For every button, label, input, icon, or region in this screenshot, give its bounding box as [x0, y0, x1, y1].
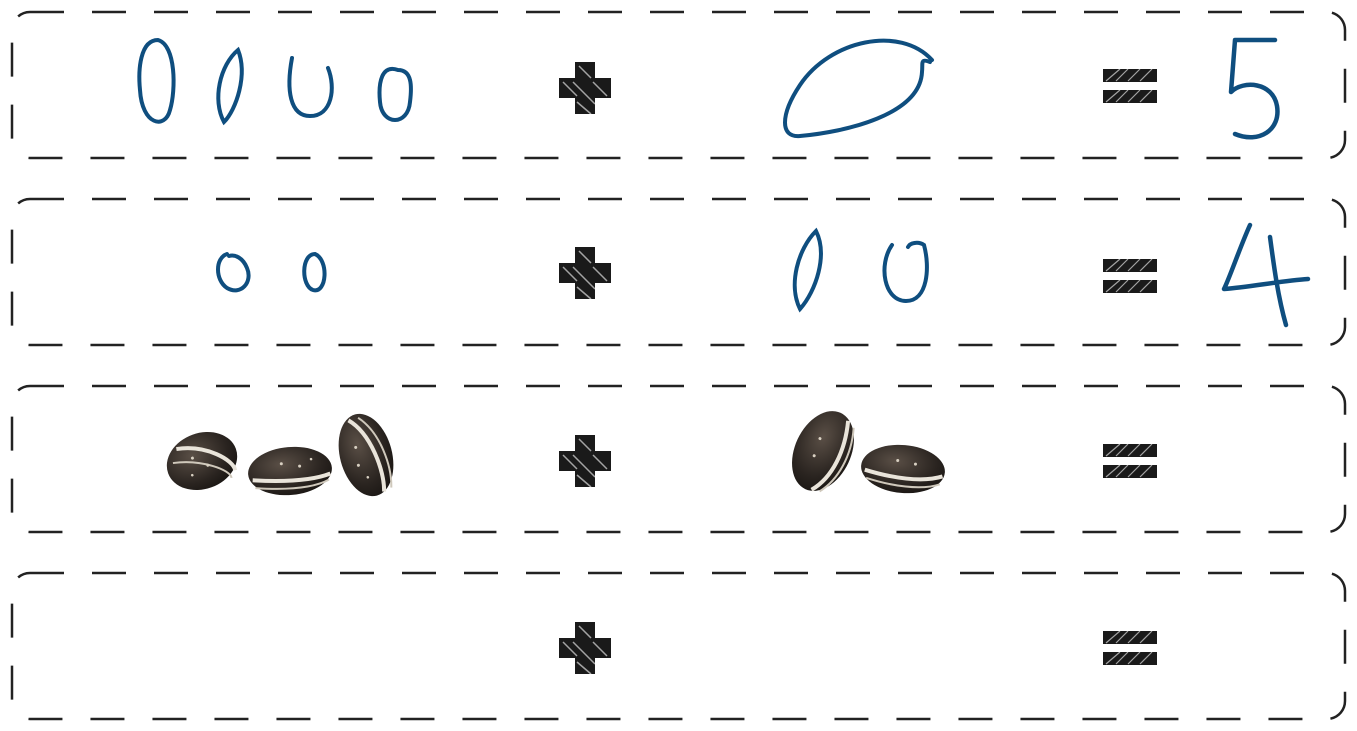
answer-handwriting-4[interactable] [1210, 217, 1320, 332]
drawn-circle [218, 50, 241, 122]
plus-icon [555, 431, 615, 491]
left-addend-seeds[interactable] [160, 409, 400, 504]
answer-handwriting-5[interactable] [1215, 32, 1295, 152]
sunflower-seed-icon [160, 422, 245, 499]
right-addend-blank[interactable] [770, 591, 960, 701]
drawn-circle [785, 41, 932, 136]
plus-icon [555, 243, 615, 303]
right-addend-drawings[interactable] [770, 30, 960, 150]
answer-blank[interactable] [1210, 596, 1320, 696]
drawn-circle [304, 254, 324, 290]
plus-icon [555, 618, 615, 678]
equation-row-3 [10, 384, 1347, 534]
equation-row-2: 4 [10, 197, 1347, 347]
equals-icon [1100, 255, 1160, 297]
drawn-circle [139, 40, 173, 122]
right-addend-seeds[interactable] [785, 409, 955, 504]
sunflower-seed-icon [859, 441, 947, 496]
right-addend-drawings[interactable] [780, 225, 950, 315]
drawn-circle [289, 58, 331, 116]
left-addend-blank[interactable] [120, 591, 430, 701]
left-addend-drawings[interactable] [120, 30, 430, 140]
sunflower-seed-icon [785, 409, 866, 501]
drawn-circle [218, 254, 249, 290]
sunflower-seed-icon [246, 443, 334, 498]
left-addend-drawings[interactable] [205, 242, 345, 302]
equals-icon [1100, 65, 1160, 107]
plus-icon [555, 58, 615, 118]
drawn-circle [884, 243, 926, 301]
answer-blank[interactable] [1210, 409, 1320, 509]
equation-row-1: 5 [10, 10, 1347, 160]
drawn-circle [795, 231, 821, 309]
equals-icon [1100, 440, 1160, 482]
sunflower-seed-icon [330, 409, 400, 502]
equals-icon [1100, 627, 1160, 669]
equation-row-4 [10, 571, 1347, 721]
drawn-circle [380, 69, 411, 120]
